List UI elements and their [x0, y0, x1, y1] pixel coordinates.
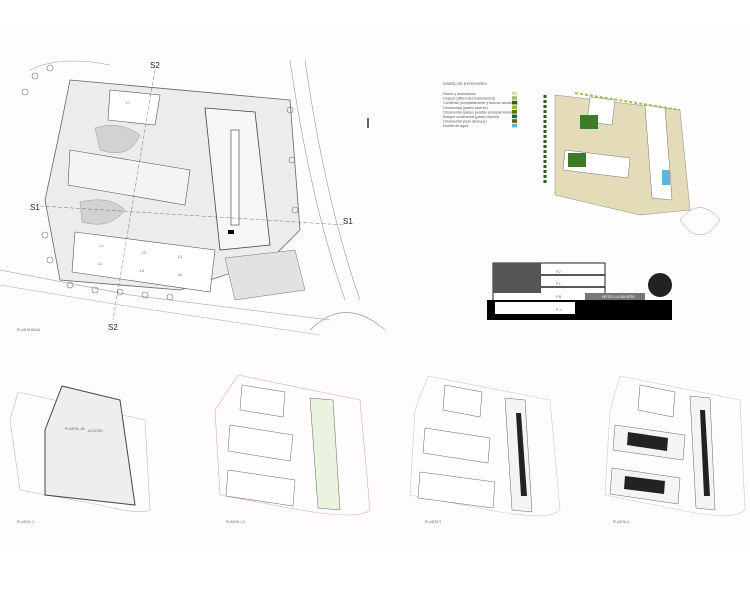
legend-swatch [512, 110, 517, 114]
building-section: P.2 P.1 P.B P.-1 HOTEL LA GAVIOTA [487, 262, 672, 320]
basement-label: PLANTA -1B [65, 427, 85, 431]
legend-item-label: Fuente de agua [443, 124, 468, 128]
floor-plan-basement: PLANTA -1B ACCESO PLANTA -1 [9, 385, 151, 524]
access-label: ACCESO [88, 429, 103, 433]
level-p-1: P.-1 [556, 308, 562, 312]
legend-item-label: Bosque ornamental (paseo interior) [443, 115, 499, 119]
legend-swatch [512, 96, 517, 100]
landscape-plan [543, 92, 721, 236]
floor-plan-title-1: PLANTA -1 [17, 520, 34, 524]
legend-item-label: Césped (diferentes tratamientos) [443, 97, 495, 101]
landscape-legend: DISEÑO DE EXTERIORES Paseo y ambulatorio… [443, 81, 518, 128]
block-label-l1: L1 [100, 244, 104, 248]
block-label-l5: L5 [140, 269, 144, 273]
block-label-l2: L2 [142, 251, 146, 255]
site-plan: S2 S1 S1 S2 L7 L1 L2 L3 L4 L5 L6 PLANTA … [0, 59, 386, 336]
block-label-l7: L7 [126, 101, 130, 105]
block-label-l6: L6 [178, 273, 182, 277]
legend-item-label: Coníferas (completamente y bancos acústi… [443, 101, 518, 105]
floor-plan-title-4: PLANTA 4 [613, 520, 629, 524]
legend-swatch [512, 91, 517, 96]
legend-swatch [512, 114, 517, 119]
block-label-l4: L4 [98, 262, 102, 266]
block-label-l3: L3 [178, 255, 182, 259]
site-plan-title: PLANTA BAJA [17, 328, 41, 332]
level-p1: P.1 [556, 282, 561, 286]
legend-item-label: Ornamental (paseo exterior) [443, 106, 488, 110]
level-p2: P.2 [556, 270, 561, 274]
level-pb: P.B [556, 295, 562, 299]
hotel-sign: HOTEL LA GAVIOTA [602, 295, 635, 299]
section-mark-s1-left: S1 [30, 203, 40, 212]
floor-plan-3: PLANTA 3 [409, 375, 561, 524]
legend-swatch [512, 105, 517, 109]
floor-plan-title-2: PLANTA 1-2 [226, 520, 245, 524]
legend-swatch [512, 123, 517, 128]
legend-item-label: Ornamental (seto alcorque) [443, 120, 487, 124]
legend-item-label: Paseo y ambulatorio [443, 92, 476, 96]
section-mark-s2-top: S2 [150, 61, 160, 70]
section-mark-s1-right: S1 [343, 217, 353, 226]
legend-swatch [512, 100, 517, 105]
section-mark-s2-bottom: S2 [108, 323, 118, 332]
legend-swatch [512, 119, 517, 123]
floor-plan-title-3: PLANTA 3 [425, 520, 441, 524]
floor-plan-4: PLANTA 4 [604, 375, 746, 524]
legend-item-label: Ornamental (paseo perdido principal inte… [443, 110, 514, 114]
legend-title: DISEÑO DE EXTERIORES [443, 81, 488, 86]
floor-plan-1-2: PLANTA 1-2 [214, 374, 371, 524]
